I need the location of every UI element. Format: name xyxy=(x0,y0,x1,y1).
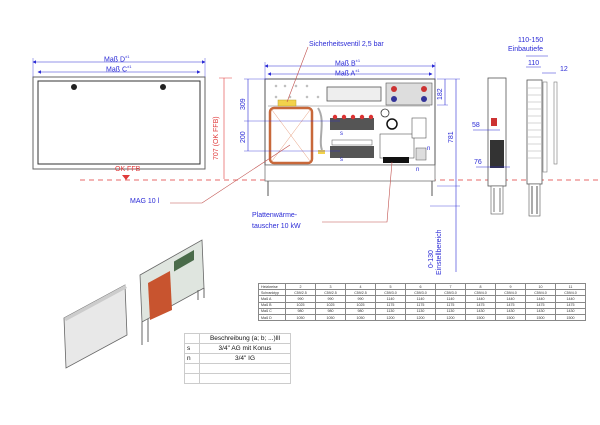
marker-n-upper: n xyxy=(427,146,431,152)
desc-row xyxy=(184,363,291,374)
control-unit xyxy=(326,86,382,102)
dim-label-a: Maß A±1 xyxy=(335,68,360,78)
desc-header: Beschreibung (a; b; ...)lll xyxy=(199,333,291,344)
spec-row-header: Maß D xyxy=(258,313,286,322)
spec-cell: 1500 xyxy=(495,313,526,322)
spec-cell: 1500 xyxy=(555,313,586,322)
adjust-range-label: Einstellbereich xyxy=(436,229,443,275)
dim-label-110: 110 xyxy=(528,60,540,67)
spec-cell: 1200 xyxy=(435,313,466,322)
spec-cell: 1500 xyxy=(465,313,496,322)
leader-safety-valve xyxy=(286,46,309,103)
adjust-range-value: 0-130 xyxy=(428,250,435,268)
depth-label: Einbautiefe xyxy=(508,46,544,53)
dim-label-309: 309 xyxy=(240,98,247,110)
dim-label-c: Maß C±1 xyxy=(106,64,132,74)
dim-label-200: 200 xyxy=(240,131,247,143)
dim-label-781: 781 xyxy=(448,131,455,143)
spec-cell: 1050 xyxy=(315,313,346,322)
leader-mag xyxy=(170,144,291,204)
floor-marker-icon xyxy=(122,175,130,180)
lock-icon xyxy=(160,84,166,90)
spec-cell: 1050 xyxy=(285,313,316,322)
manifold-supply xyxy=(330,114,374,130)
dim-label-182: 182 xyxy=(437,88,444,100)
dim-label-b: Maß B±1 xyxy=(335,58,361,68)
heat-exchanger-label-2: tauscher 10 kW xyxy=(252,223,301,230)
open-view-cabinet xyxy=(244,62,460,272)
side-view-cabinet xyxy=(473,55,558,217)
mag-label: MAG 10 l xyxy=(130,198,160,205)
dim-label-76: 76 xyxy=(474,159,482,166)
dim-label-d: Maß D±1 xyxy=(104,54,130,64)
marker-n-lower: n xyxy=(416,167,420,173)
marker-s-supply: s xyxy=(340,131,343,137)
leader-heat-exchanger xyxy=(322,161,393,223)
spec-cell: 1500 xyxy=(525,313,556,322)
isometric-door xyxy=(63,284,128,369)
spec-cell: 1200 xyxy=(405,313,436,322)
height-label-707: 707 (OK FFB) xyxy=(213,116,220,160)
lock-icon xyxy=(71,84,77,90)
isometric-cabinet xyxy=(139,239,205,345)
floor-label: OK FFB xyxy=(115,166,141,173)
desc-header-row: Beschreibung (a; b; ...)lll xyxy=(184,333,291,344)
spec-cell: 1200 xyxy=(375,313,406,322)
front-view-cabinet xyxy=(32,58,206,170)
marker-s-return: s xyxy=(340,157,343,163)
spec-cell: 1050 xyxy=(345,313,376,322)
heat-exchanger-label-1: Plattenwärme- xyxy=(252,212,298,219)
pump-group xyxy=(385,82,433,106)
isometric-heat-exchanger xyxy=(148,271,172,320)
safety-valve xyxy=(277,99,297,107)
safety-valve-label: Sicherheitsventil 2,5 bar xyxy=(309,41,384,48)
dim-label-58: 58 xyxy=(472,122,480,129)
dim-label-12: 12 xyxy=(560,66,568,73)
desc-row xyxy=(184,373,291,384)
depth-range-label: 110-150 xyxy=(518,37,544,44)
manifold-return xyxy=(330,139,374,158)
